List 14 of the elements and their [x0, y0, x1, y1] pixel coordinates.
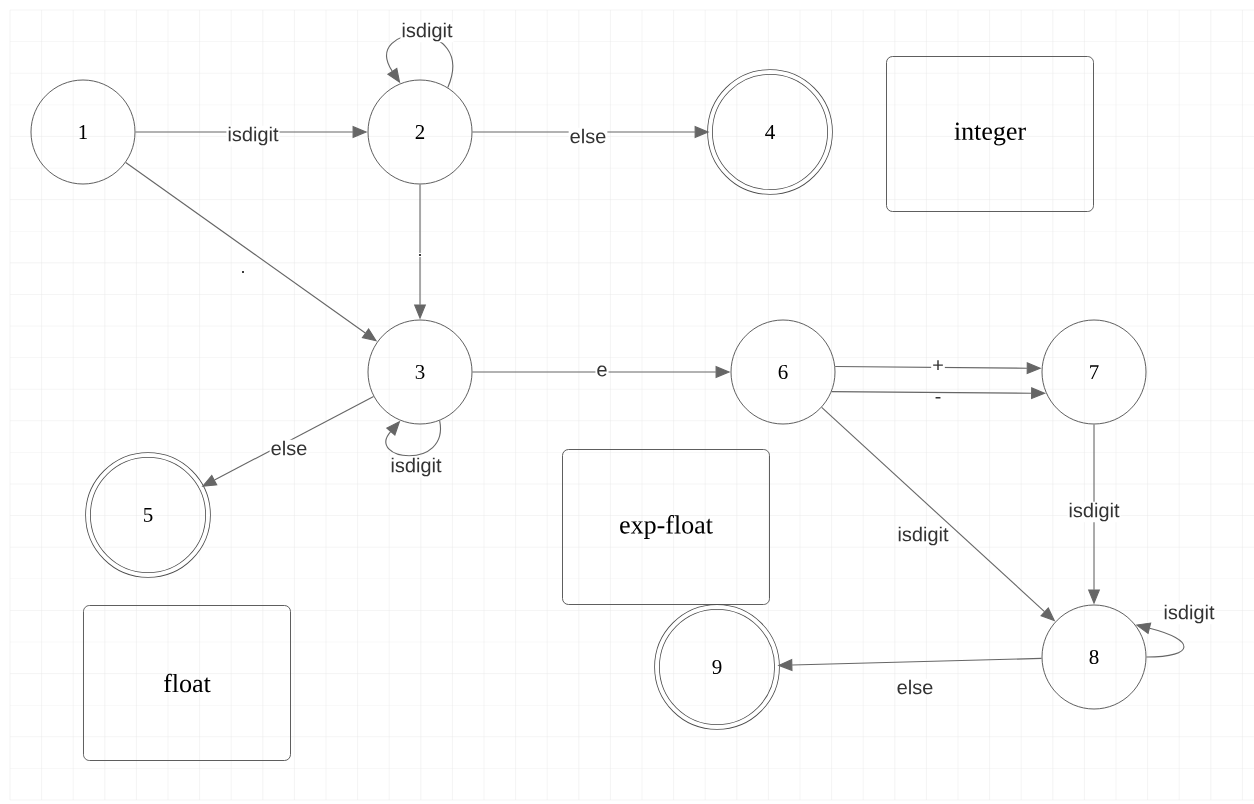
edge-label: .	[416, 252, 424, 258]
self-loop-arrow	[385, 420, 441, 457]
edge-label: isdigit	[400, 21, 454, 43]
edge-label: isdigit	[226, 125, 280, 147]
label-box: exp-float	[562, 449, 770, 605]
edge-label: isdigit	[1067, 501, 1121, 523]
edge-label: isdigit	[1162, 603, 1216, 625]
edge-label: +	[931, 359, 945, 373]
edge-label: .	[239, 269, 247, 275]
label-box: float	[83, 605, 291, 761]
label-box: integer	[886, 56, 1094, 212]
edge-label: isdigit	[896, 525, 950, 547]
edge-label: -	[933, 395, 943, 405]
edge-label: isdigit	[389, 456, 443, 478]
